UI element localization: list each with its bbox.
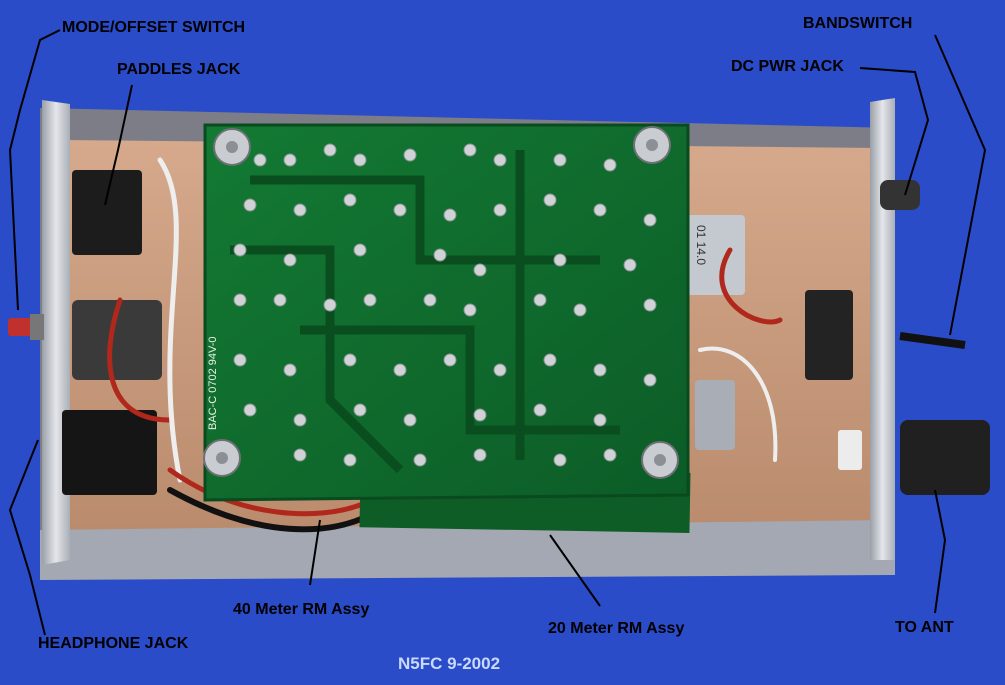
photo-credit: N5FC 9-2002 [398, 654, 501, 673]
label-mode-offset-switch: MODE/OFFSET SWITCH [62, 19, 246, 36]
crystal-marking: 01 14.0 [694, 225, 708, 265]
wiring [107, 157, 783, 533]
pcb-40-meter: BAC-C 0702 94V-0 [203, 123, 690, 502]
leader-lines [8, 29, 987, 636]
label-bandswitch: BANDSWITCH [803, 15, 913, 32]
left-panel-parts [8, 170, 162, 495]
label-40-meter-rm-assy: 40 Meter RM Assy [233, 601, 370, 618]
label-headphone-jack: HEADPHONE JACK [38, 635, 189, 652]
label-paddles-jack: PADDLES JACK [117, 61, 241, 78]
right-panel-parts [685, 180, 990, 495]
label-dc-pwr-jack: DC PWR JACK [731, 58, 844, 75]
pcb-part-number: BAC-C 0702 94V-0 [207, 336, 219, 430]
label-20-meter-rm-assy: 20 Meter RM Assy [548, 620, 685, 637]
label-to-ant: TO ANT [895, 619, 954, 636]
